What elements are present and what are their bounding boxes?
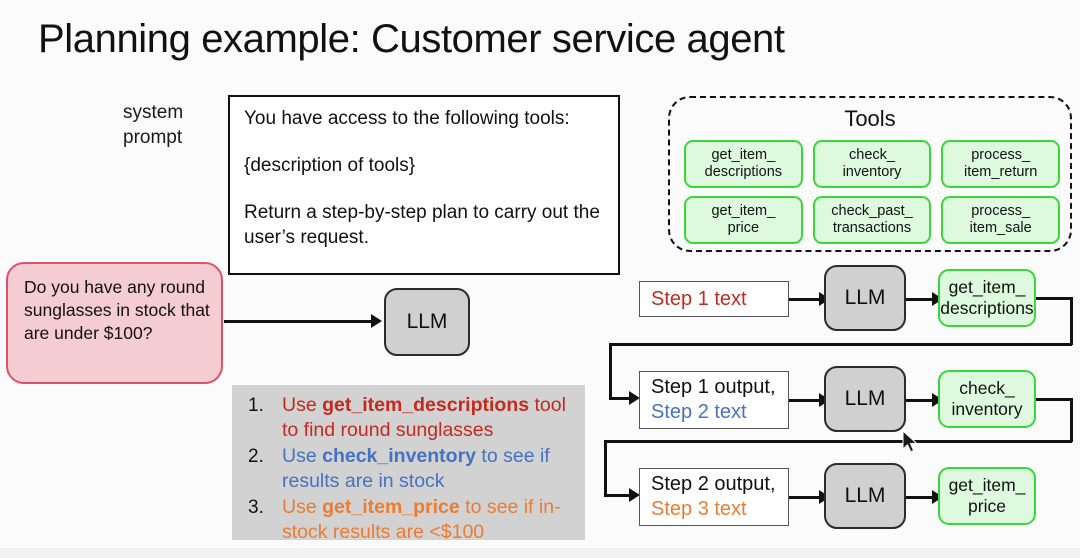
llm-box-step-2: LLM [824,366,906,432]
plan-item-text: Use get_item_descriptions tool to find r… [282,393,575,443]
wrap-2-left-drop [604,440,607,496]
system-prompt-label-line2: prompt [123,127,183,148]
wrap-2-bottom-run [604,440,1072,443]
wrap-2-into-step3 [604,494,631,497]
step-3-line2: Step 3 text [651,498,747,520]
arrowhead-wrap-1 [629,391,640,405]
plan-item-number: 2. [248,446,264,467]
arrowhead-llm3-to-tool [932,490,943,504]
arrow-line-llm2-to-tool [906,399,934,402]
tool-chip-check-past-transactions[interactable]: check_past_ transactions [812,196,932,244]
tool-chip-process-item-sale[interactable]: process_ item_sale [941,196,1060,244]
tool-chip-get-item-price[interactable]: get_item_ price [684,196,803,244]
tools-grid: get_item_ descriptions check_ inventory … [684,140,1060,244]
arrowhead-query-to-llm [371,314,382,328]
plan-item-text: Use get_item_price to see if in-stock re… [282,495,575,545]
plan-item-tail: to see if in-stock results are <$100 [282,496,561,543]
plan-list: 1. Use get_item_descriptions tool to fin… [232,385,585,543]
plan-item-tail: tool to find round sunglasses [282,394,566,441]
step-3-line1: Step 2 output, [651,473,776,495]
plan-item-lead: Use [282,445,323,467]
system-prompt-box: You have access to the following tools: … [228,95,620,275]
plan-item-number: 3. [248,497,264,518]
bottom-strip [0,548,1080,558]
plan-list-item: 3. Use get_item_price to see if in-stock… [240,495,575,545]
user-query-bubble: Do you have any round sunglasses in stoc… [6,262,223,384]
system-prompt-label: system prompt [123,100,223,150]
tool-result-box-check-inventory: check_ inventory [938,370,1036,428]
wrap-2-top-segment [1036,398,1072,401]
step-1-text-box: Step 1 text [639,281,789,317]
wrap-1-bottom-run [609,343,1072,346]
system-prompt-paragraph-2: {description of tools} [244,155,416,176]
plan-item-tool: check_inventory [322,445,477,467]
arrow-line-query-to-llm [224,320,372,323]
arrow-line-step3-to-llm [789,496,821,499]
llm-box-step-3: LLM [824,463,906,529]
llm-box-main: LLM [384,288,470,356]
tool-result-box-get-item-price: get_item_ price [938,467,1036,525]
arrowhead-wrap-2 [629,488,640,502]
plan-list-item: 1. Use get_item_descriptions tool to fin… [240,393,575,443]
plan-item-tool: get_item_descriptions [322,394,530,416]
tool-chip-check-inventory[interactable]: check_ inventory [812,140,932,188]
plan-item-number: 1. [248,395,264,416]
wrap-1-left-drop [609,343,612,399]
arrowhead-llm2-to-tool [932,393,943,407]
arrow-line-llm1-to-tool [906,298,934,301]
mouse-cursor-icon [902,430,918,453]
system-prompt-paragraph-1: You have access to the following tools: [244,108,570,129]
tools-panel: Tools get_item_ descriptions check_ inve… [668,96,1072,252]
tools-panel-title: Tools [844,106,896,131]
step-2-text-box: Step 1 output, Step 2 text [639,371,789,429]
page-title: Planning example: Customer service agent [38,17,785,61]
tool-result-box-get-item-descriptions: get_item_ descriptions [938,269,1036,327]
tool-chip-get-item-descriptions[interactable]: get_item_ descriptions [684,140,803,188]
plan-item-lead: Use [282,394,323,416]
arrow-line-step2-to-llm [789,399,821,402]
llm-box-step-1: LLM [824,265,906,331]
step-1-line1: Step 1 text [651,287,747,310]
plan-item-tail: to see if results are in stock [282,445,550,492]
wrap-1-into-step2 [609,397,631,400]
plan-item-lead: Use [282,496,323,518]
plan-item-tool: get_item_price [322,496,460,518]
arrow-line-llm3-to-tool [906,496,934,499]
arrow-line-step1-to-llm [789,298,821,301]
wrap-2-right-drop [1070,398,1073,442]
plan-item-text: Use check_inventory to see if results ar… [282,444,575,494]
system-prompt-paragraph-3: Return a step-by-step plan to carry out … [244,202,600,248]
step-2-line2: Step 2 text [651,401,747,423]
step-3-text-box: Step 2 output, Step 3 text [639,468,789,526]
wrap-1-top-segment [1036,297,1072,300]
step-2-line1: Step 1 output, [651,376,776,398]
system-prompt-label-line1: system [123,102,184,123]
tool-chip-process-item-return[interactable]: process_ item_return [941,140,1060,188]
arrowhead-llm1-to-tool [932,292,943,306]
wrap-1-right-drop [1070,297,1073,345]
plan-list-item: 2. Use check_inventory to see if results… [240,444,575,494]
